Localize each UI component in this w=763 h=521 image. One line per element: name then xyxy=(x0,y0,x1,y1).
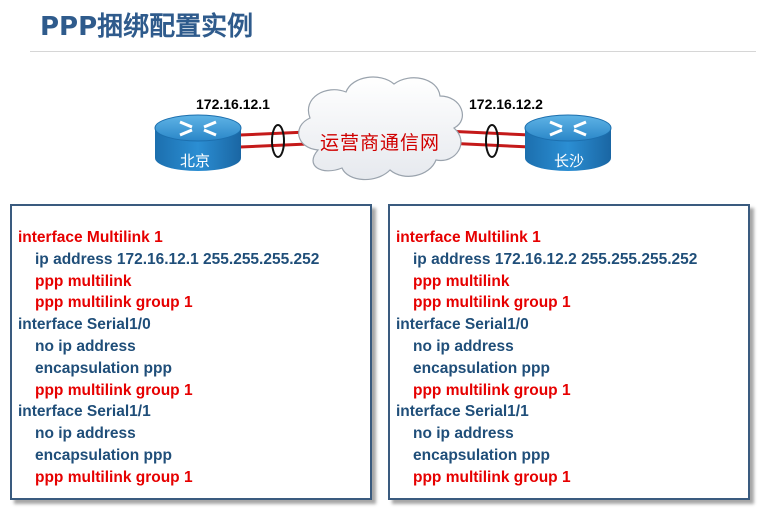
config-line: ip address 172.16.12.1 255.255.255.252 xyxy=(35,250,320,268)
carrier-cloud xyxy=(298,76,463,181)
config-line: encapsulation ppp xyxy=(35,359,172,377)
config-line: interface Serial1/0 xyxy=(18,316,151,334)
config-line: encapsulation ppp xyxy=(35,446,172,464)
config-line: no ip address xyxy=(413,425,514,443)
config-line: no ip address xyxy=(413,337,514,355)
router-icon xyxy=(524,114,612,171)
left-config-panel: interface Multilink 1 ip address 172.16.1… xyxy=(10,204,372,500)
config-line: interface Multilink 1 xyxy=(18,229,163,246)
right-config-panel: interface Multilink 1 ip address 172.16.1… xyxy=(388,204,750,500)
network-diagram xyxy=(154,76,612,181)
router-icon xyxy=(154,114,242,171)
config-line: no ip address xyxy=(35,337,136,355)
config-line: interface Serial1/1 xyxy=(18,403,151,421)
config-line: ppp multilink group 1 xyxy=(413,381,571,399)
left-router-name: 北京 xyxy=(180,152,211,170)
config-line: interface Serial1/0 xyxy=(396,316,529,334)
config-line: ppp multilink group 1 xyxy=(35,294,193,312)
left-bundle-marker xyxy=(271,124,285,158)
right-bundle-marker xyxy=(485,124,499,158)
config-line: ppp multilink group 1 xyxy=(35,381,193,399)
config-line: ip address 172.16.12.2 255.255.255.252 xyxy=(413,250,698,268)
config-line: ppp multilink group 1 xyxy=(35,468,193,486)
config-line: interface Serial1/1 xyxy=(396,403,529,421)
config-line: ppp multilink group 1 xyxy=(413,468,571,486)
title-divider xyxy=(30,51,756,52)
right-router-ip: 172.16.12.2 xyxy=(469,96,543,112)
page-title: PPP捆绑配置实例 xyxy=(40,12,254,42)
cloud-label: 运营商通信网 xyxy=(320,132,441,154)
right-router-name: 长沙 xyxy=(554,152,585,170)
config-line: encapsulation ppp xyxy=(413,446,550,464)
config-line: ppp multilink group 1 xyxy=(413,294,571,312)
config-line: ppp multilink xyxy=(35,272,132,290)
config-line: encapsulation ppp xyxy=(413,359,550,377)
config-line: ppp multilink xyxy=(413,272,510,290)
config-line: no ip address xyxy=(35,425,136,443)
config-line: interface Multilink 1 xyxy=(396,229,541,246)
left-router-ip: 172.16.12.1 xyxy=(196,96,270,112)
